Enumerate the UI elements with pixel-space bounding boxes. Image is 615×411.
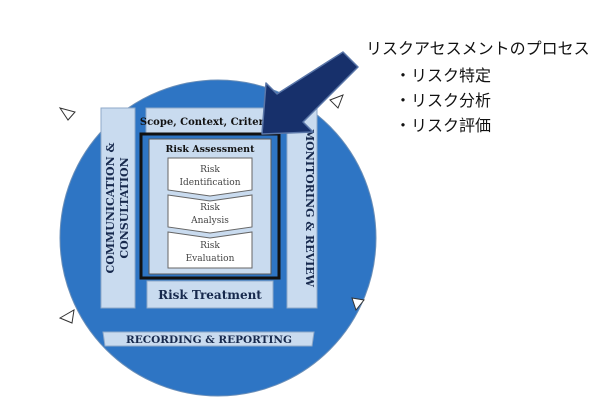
step-analysis-shape — [167, 194, 253, 234]
step-identification-line2: Identification — [179, 178, 240, 188]
risk-assessment-frame — [139, 132, 281, 280]
annotation-item: ・リスク評価 — [395, 116, 491, 135]
communication-consultation-label: COMMUNICATION & — [104, 142, 117, 273]
annotation-item: ・リスク分析 — [395, 91, 491, 110]
risk-treatment-label: Risk Treatment — [158, 288, 262, 302]
triangle-marker-icon — [58, 309, 75, 324]
annotation-title: リスクアセスメントのプロセス — [366, 39, 590, 58]
monitoring-review-label: MONITORING & REVIEW — [303, 129, 316, 288]
step-evaluation-shape — [167, 231, 253, 269]
step-analysis-line2: Analysis — [190, 216, 229, 226]
step-identification-shape — [167, 157, 253, 197]
scope-label: Scope, Context, Criteria — [140, 117, 275, 128]
scope-box — [145, 107, 271, 135]
step-evaluation-line1: Risk — [200, 241, 220, 251]
risk-assessment-title: Risk Assessment — [166, 144, 256, 155]
triangle-marker-icon — [351, 297, 365, 312]
recording-reporting-label: RECORDING & REPORTING — [126, 334, 292, 346]
communication-consultation-panel — [100, 107, 136, 309]
annotation-item: ・リスク特定 — [395, 66, 491, 85]
step-analysis-line1: Risk — [200, 203, 220, 213]
pointer-arrow-icon — [261, 51, 359, 135]
step-evaluation-line2: Evaluation — [186, 254, 235, 264]
communication-consultation-label-2: CONSULTATION — [118, 157, 131, 258]
triangle-marker-icon — [58, 107, 76, 121]
step-identification-line1: Risk — [200, 165, 220, 175]
triangle-marker-icon — [329, 94, 344, 109]
risk-treatment-box — [146, 280, 274, 309]
recording-reporting-bar — [102, 331, 315, 347]
